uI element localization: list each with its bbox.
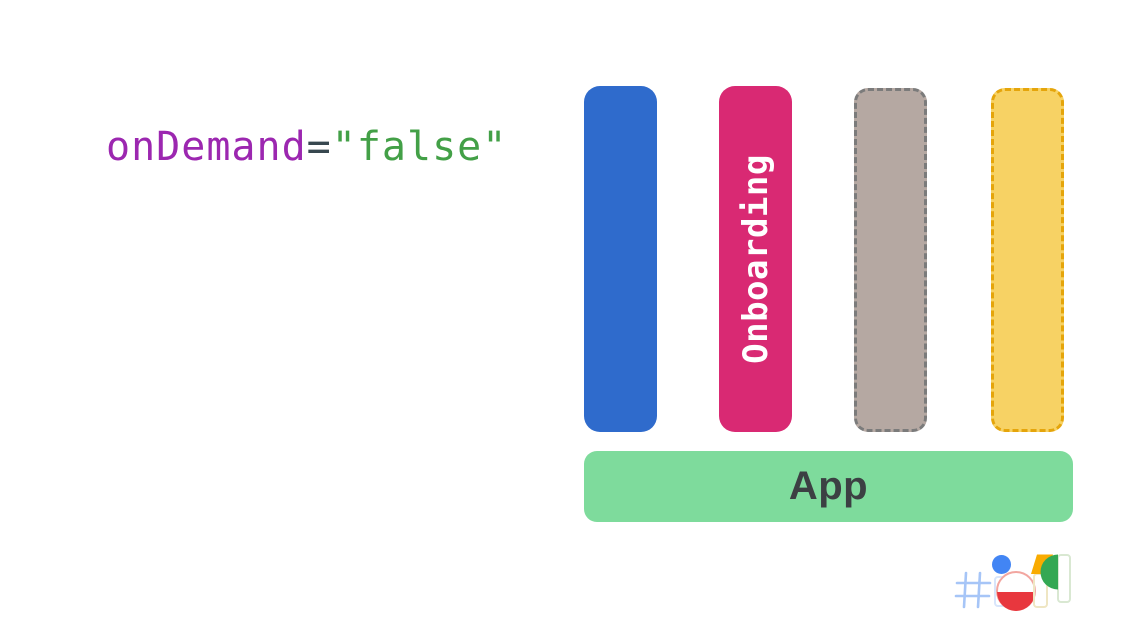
feature-module-yellow [991, 88, 1064, 432]
feature-module-taupe [854, 88, 927, 432]
code-attribute-value: "false" [331, 124, 508, 170]
feature-module-blue [584, 86, 657, 432]
app-base-bar: App [584, 451, 1073, 522]
hash-icon [954, 571, 992, 609]
code-attribute-name: onDemand [106, 124, 307, 170]
numeral-9-icon [1040, 554, 1071, 603]
onboarding-label-wrap: Onboarding [719, 86, 792, 432]
code-equals-operator: = [306, 124, 332, 170]
google-io-2019-logo [954, 554, 1071, 611]
letter-o-icon [996, 571, 1036, 611]
app-bar-label: App [788, 464, 869, 508]
feature-module-onboarding: Onboarding [719, 86, 792, 432]
code-snippet: onDemand="false" [106, 124, 507, 170]
onboarding-label: Onboarding [735, 154, 776, 364]
